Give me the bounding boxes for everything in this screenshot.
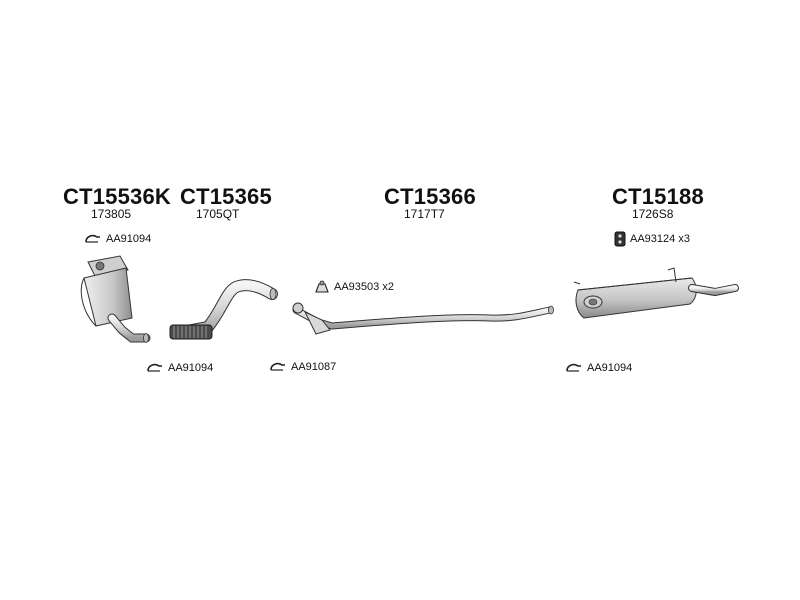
accessory-label: AA91087 xyxy=(291,361,337,373)
clamp-icon xyxy=(566,363,581,372)
catalytic-converter-drawing xyxy=(80,255,151,343)
bracket-icon xyxy=(315,280,329,293)
part-ref-1705qt: 1705QT xyxy=(196,207,240,221)
part-ref-1717t7: 1717T7 xyxy=(404,207,445,221)
accessory-label: AA91094 xyxy=(587,362,633,374)
accessory-aa91094-left: AA91094 xyxy=(146,362,213,374)
part-ref-1726s8: 1726S8 xyxy=(632,207,674,221)
part-ref-173805: 173805 xyxy=(91,207,132,221)
rear-silencer-drawing xyxy=(573,267,739,319)
accessory-aa91094-right: AA91094 xyxy=(565,362,632,374)
accessory-aa91087: AA91087 xyxy=(269,361,336,373)
intermediate-pipe-drawing xyxy=(292,302,554,335)
part-code-ct15536k: CT15536K xyxy=(63,184,171,209)
rubber-mount-icon xyxy=(614,231,626,247)
part-code-ct15365: CT15365 xyxy=(180,184,272,209)
accessory-label: AA93124 x3 xyxy=(630,233,690,245)
accessory-aa93503: AA93503 x2 xyxy=(314,280,394,294)
accessory-aa91094-top: AA91094 xyxy=(84,233,151,245)
accessory-label: AA91094 xyxy=(168,362,214,374)
front-pipe-drawing xyxy=(169,279,278,340)
accessory-label: AA91094 xyxy=(106,233,152,245)
clamp-icon xyxy=(270,362,285,371)
clamp-icon xyxy=(85,234,100,243)
accessory-aa93124: AA93124 x3 xyxy=(614,231,690,247)
accessory-label: AA93503 x2 xyxy=(334,281,394,293)
part-code-ct15366: CT15366 xyxy=(384,184,476,209)
clamp-icon xyxy=(147,363,162,372)
part-code-ct15188: CT15188 xyxy=(612,184,704,209)
